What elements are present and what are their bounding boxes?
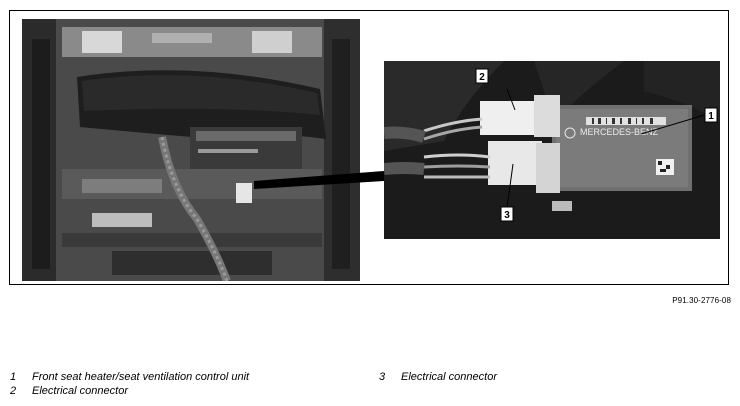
legend-item-number: 3	[379, 371, 386, 383]
legend-item: 1 Front seat heater/seat ventilation con…	[10, 371, 330, 385]
legend-item-number: 2	[10, 385, 17, 397]
figure-reference-code: P91.30-2776-08	[672, 296, 731, 305]
control-unit-detail-photo: MERCEDES-BENZ	[384, 61, 720, 239]
brand-lettering: MERCEDES-BENZ	[580, 127, 659, 137]
figure-frame: MERCEDES-BENZ 2 1 3	[9, 10, 729, 285]
legend-item-text: Front seat heater/seat ventilation contr…	[32, 371, 250, 383]
legend-item: 2 Electrical connector	[10, 385, 330, 399]
legend-right-column: 3 Electrical connector	[379, 371, 699, 385]
legend-item: 3 Electrical connector	[379, 371, 699, 385]
legend-item-number: 1	[10, 371, 17, 383]
seat-underside-photo	[22, 19, 360, 281]
legend-left-column: 1 Front seat heater/seat ventilation con…	[10, 371, 330, 399]
legend-item-text: Electrical connector	[401, 371, 497, 383]
legend-item-text: Electrical connector	[32, 385, 128, 397]
